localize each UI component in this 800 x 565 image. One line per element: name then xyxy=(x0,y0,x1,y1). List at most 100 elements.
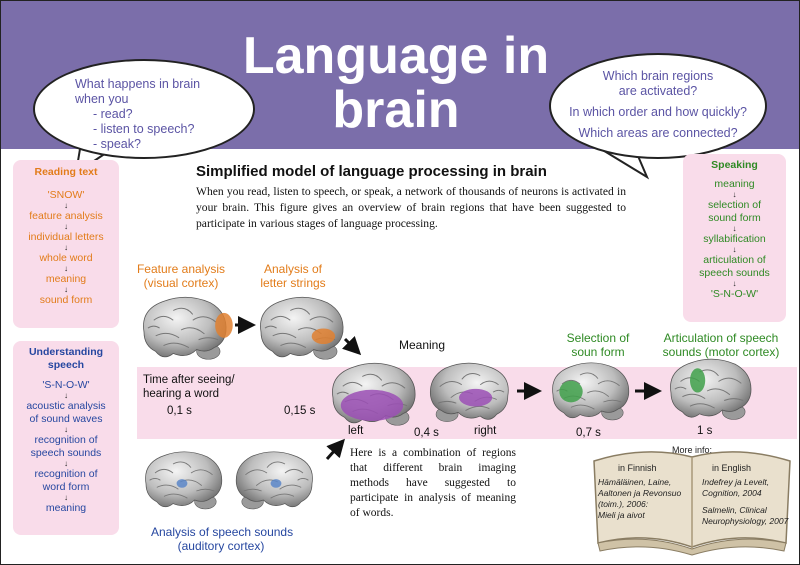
timeline-caption-line: hearing a word xyxy=(143,388,220,400)
selection-label-line: Selection of xyxy=(566,331,630,345)
time-label: 0,7 s xyxy=(576,427,601,439)
down-arrow-icon: ↓ xyxy=(64,285,68,294)
reading-text-panel: Reading text 'SNOW' ↓ feature analysis ↓… xyxy=(13,160,119,328)
bubble-left-line: - listen to speech? xyxy=(93,122,195,136)
reading-step: sound form xyxy=(39,294,93,306)
time-label: 0,1 s xyxy=(167,405,192,417)
combination-paragraph: Here is a combination of regions that di… xyxy=(350,447,516,519)
down-arrow-icon: ↓ xyxy=(64,243,68,252)
speaking-title: Speaking xyxy=(711,159,758,171)
brain-visual-cortex-icon xyxy=(143,296,233,360)
down-arrow-icon: ↓ xyxy=(64,222,68,231)
down-arrow-icon: ↓ xyxy=(64,264,68,273)
reading-step: feature analysis xyxy=(29,210,103,222)
selection-label: Selection of soun form xyxy=(561,331,635,359)
letter-strings-label: Analysis of letter strings xyxy=(253,262,333,290)
english-reference-line: Neurophysiology, 2007 xyxy=(702,516,789,526)
brain-auditory-right-icon xyxy=(235,451,313,510)
reading-step: whole word xyxy=(39,252,93,264)
bubble-left-line: What happens in brain xyxy=(75,77,201,91)
speaking-step: meaning xyxy=(714,178,755,190)
finnish-reference: Hämäläinen, Laine, Aaltonen ja Revonsuo … xyxy=(598,477,681,521)
down-arrow-icon: ↓ xyxy=(732,190,737,199)
brain-auditory-left-icon xyxy=(145,451,223,510)
feature-analysis-label-line: (visual cortex) xyxy=(143,276,219,290)
brain-letter-strings-icon xyxy=(260,296,344,360)
brain-motor-cortex-icon xyxy=(670,358,752,420)
bubble-left-line: - read? xyxy=(93,107,133,121)
reading-step: meaning xyxy=(45,273,87,285)
time-label: 1 s xyxy=(697,425,713,437)
meaning-label: Meaning xyxy=(399,338,446,352)
speech-sounds-label-line: Analysis of speech sounds xyxy=(151,525,294,539)
finnish-reference-line: Aaltonen ja Revonsuo xyxy=(598,488,682,498)
feature-analysis-label: Feature analysis (visual cortex) xyxy=(131,262,231,290)
bubble-right-line: In which order and how quickly? xyxy=(569,105,747,119)
open-book-icon xyxy=(593,451,791,556)
speaking-step: 'S-N-O-W' xyxy=(710,288,759,300)
finnish-reference-line: (toim.), 2006: xyxy=(598,499,649,509)
question-bubble-left: What happens in brain when you - read? -… xyxy=(33,59,255,159)
bubble-right-line: Which areas are connected? xyxy=(578,126,738,140)
understanding-step: 'S-N-O-W' xyxy=(42,379,90,391)
finnish-heading: in Finnish xyxy=(618,463,657,473)
more-info-book: More info: in Finnish in English Hämäläi… xyxy=(586,439,798,557)
down-arrow-icon: ↓ xyxy=(732,245,737,254)
speaking-step: syllabification xyxy=(703,233,766,245)
speaking-step: articulation of speech sounds xyxy=(699,254,770,279)
more-info-heading: More info: xyxy=(671,445,713,455)
english-heading: in English xyxy=(712,463,752,473)
time-label: 0,4 s xyxy=(414,427,439,439)
understanding-step: acoustic analysis of sound waves xyxy=(26,400,106,425)
reading-step: individual letters xyxy=(28,231,104,243)
down-arrow-icon: ↓ xyxy=(64,425,68,434)
bubble-left-line: - speak? xyxy=(93,137,141,151)
hemisphere-right-label: right xyxy=(474,425,497,437)
letter-strings-label-line: letter strings xyxy=(260,276,326,290)
bubble-right-line: Which brain regions xyxy=(602,69,714,83)
finnish-reference-line: Hämäläinen, Laine, xyxy=(598,477,672,487)
down-arrow-icon: ↓ xyxy=(64,459,68,468)
feature-analysis-label-line: Feature analysis xyxy=(136,262,226,276)
english-reference-2: Salmelin, Clinical Neurophysiology, 2007 xyxy=(702,505,788,527)
selection-label-line: soun form xyxy=(571,345,625,359)
understanding-title: Understanding speech xyxy=(28,346,104,371)
brain-meaning-left-icon xyxy=(332,362,416,426)
timeline-caption-line: Time after seeing/ xyxy=(143,374,235,386)
page-title: Language in brain xyxy=(231,29,561,137)
title-line-2: brain xyxy=(332,81,460,139)
understanding-step: meaning xyxy=(45,502,87,514)
bubble-right-line: are activated? xyxy=(618,84,698,98)
english-reference-1: Indefrey ja Levelt, Cognition, 2004 xyxy=(702,477,769,499)
question-bubble-right: Which brain regions are activated? In wh… xyxy=(549,53,767,159)
intro-paragraph: When you read, listen to speech, or spea… xyxy=(196,185,626,230)
down-arrow-icon: ↓ xyxy=(64,391,68,400)
understanding-speech-panel: Understanding speech 'S-N-O-W' ↓ acousti… xyxy=(13,341,119,535)
hemisphere-left-label: left xyxy=(348,425,364,437)
down-arrow-icon: ↓ xyxy=(64,201,68,210)
timeline-caption: Time after seeing/ hearing a word xyxy=(143,373,235,401)
understanding-step: recognition of word form xyxy=(34,468,98,493)
speech-sounds-label: Analysis of speech sounds (auditory cort… xyxy=(151,525,294,553)
reading-step: 'SNOW' xyxy=(47,189,85,201)
down-arrow-icon: ↓ xyxy=(732,224,737,233)
brain-meaning-right-icon xyxy=(429,362,509,422)
bubble-left-line: when you xyxy=(75,92,129,106)
english-reference-line: Cognition, 2004 xyxy=(702,488,762,498)
understanding-step: recognition of speech sounds xyxy=(30,434,102,459)
time-label: 0,15 s xyxy=(284,405,316,417)
arrow-auditory-to-meaning-icon xyxy=(325,438,345,460)
speaking-panel: Speaking meaning ↓ selection of sound fo… xyxy=(683,154,786,322)
diagram-subtitle: Simplified model of language processing … xyxy=(196,163,547,180)
articulation-label: Articulation of speech sounds (motor cor… xyxy=(655,331,787,359)
reading-title: Reading text xyxy=(34,166,98,178)
articulation-label-line: Articulation of speech xyxy=(663,331,779,345)
down-arrow-icon: ↓ xyxy=(732,279,737,288)
finnish-reference-line: Mieli ja aivot xyxy=(598,510,645,520)
speech-sounds-label-line: (auditory cortex) xyxy=(177,539,265,553)
speaking-step: selection of sound form xyxy=(707,199,762,224)
english-reference-line: Salmelin, Clinical xyxy=(702,505,767,515)
down-arrow-icon: ↓ xyxy=(64,493,68,502)
